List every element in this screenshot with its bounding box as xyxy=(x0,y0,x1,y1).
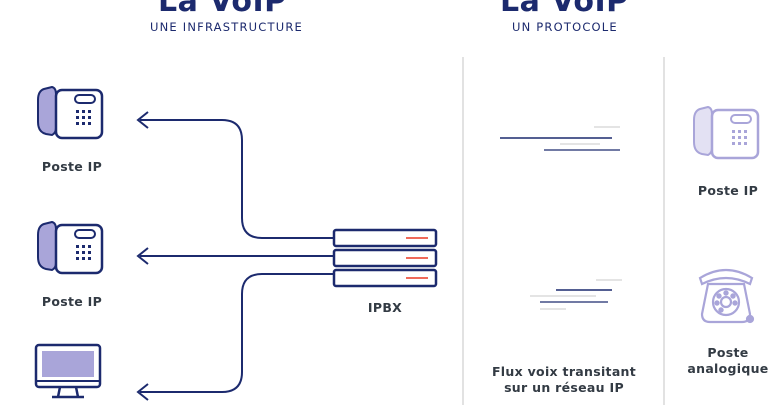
analog-label-line1: Poste xyxy=(707,345,749,360)
ipbx-label: IPBX xyxy=(367,300,403,315)
analog-label-line2: analogique xyxy=(687,361,769,376)
ipbx-server-icon xyxy=(332,228,438,288)
computer-monitor-icon xyxy=(34,343,102,399)
voice-flow-lines-lower xyxy=(530,279,622,310)
voice-flow-lines-upper xyxy=(500,126,620,151)
arrowhead-computer xyxy=(136,383,149,401)
device-label-right-phone: Poste IP xyxy=(697,183,759,198)
arrowhead-phone-1 xyxy=(136,111,149,129)
voice-flow-caption-line1: Flux voix transitant xyxy=(491,364,637,379)
right-subtitle: UN PROTOCOLE xyxy=(512,20,618,34)
right-title: La VoIP xyxy=(500,0,629,19)
ip-phone-icon xyxy=(37,85,104,140)
ip-phone-icon xyxy=(37,220,104,275)
device-label-analog-phone: Poste analogique xyxy=(680,345,776,377)
analog-phone-icon xyxy=(698,268,755,324)
voice-flow-caption-line2: sur un réseau IP xyxy=(504,380,624,395)
left-title: La VoIP xyxy=(158,0,287,19)
link-to-phone-1 xyxy=(140,119,334,239)
arrowhead-phone-2 xyxy=(136,247,149,265)
ip-phone-icon xyxy=(693,105,760,160)
device-label-phone-2: Poste IP xyxy=(41,294,103,309)
voice-flow-caption: Flux voix transitant sur un réseau IP xyxy=(478,364,650,396)
left-subtitle: UNE INFRASTRUCTURE xyxy=(150,20,304,34)
link-to-computer xyxy=(140,273,334,393)
device-label-phone-1: Poste IP xyxy=(41,159,103,174)
